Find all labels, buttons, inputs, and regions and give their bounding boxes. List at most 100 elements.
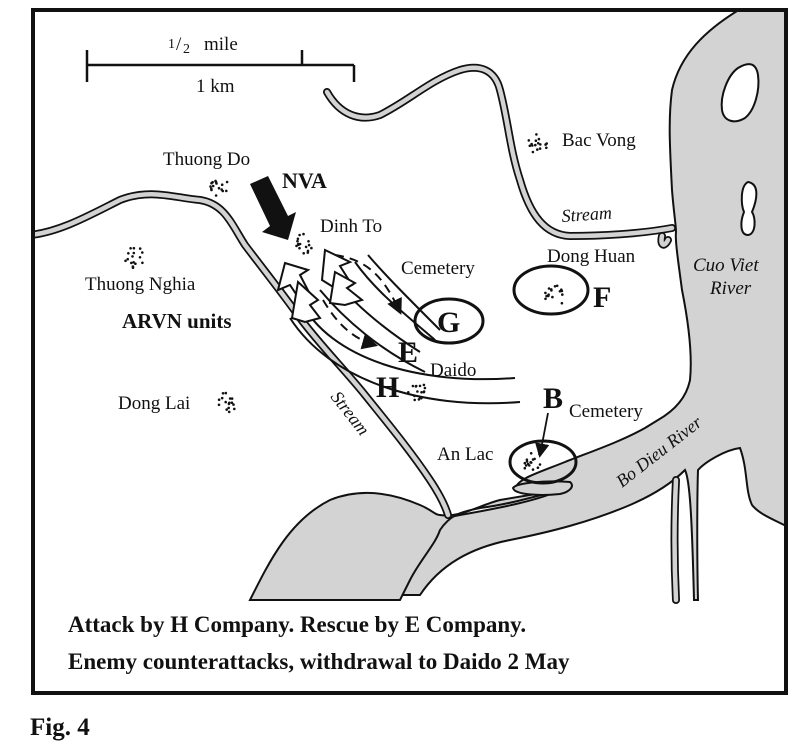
village-dot <box>544 297 547 301</box>
village-dot <box>298 242 302 246</box>
scale-mile-denominator: 2 <box>183 42 190 57</box>
unit-h-label: H <box>376 371 399 404</box>
village-thuong-do <box>209 179 229 197</box>
village-dot <box>550 289 553 292</box>
village-dot <box>124 259 127 263</box>
label-cuo-viet-line1: Cuo Viet <box>693 255 759 276</box>
unit-g-position <box>413 297 485 345</box>
village-dot <box>220 183 224 186</box>
village-dot <box>534 139 538 142</box>
village-dot <box>420 391 423 394</box>
village-dot <box>536 142 540 145</box>
village-dot <box>230 397 234 400</box>
scale-mile-label: mile <box>204 34 238 55</box>
village-dot <box>296 242 300 246</box>
village-dot <box>310 246 313 250</box>
village-dot <box>228 401 231 405</box>
nva-attack-arrow <box>250 176 296 240</box>
village-dot <box>224 391 228 395</box>
unit-e-label: E <box>398 336 418 369</box>
village-dot <box>547 294 550 298</box>
village-dot <box>210 181 213 185</box>
village-dot <box>132 246 136 250</box>
village-dot <box>214 194 218 197</box>
village-dot <box>221 189 225 193</box>
village-dot <box>232 403 235 406</box>
village-dot <box>555 284 559 288</box>
village-dot <box>230 401 234 405</box>
village-dot <box>217 186 221 190</box>
village-dot <box>134 262 137 266</box>
village-dot <box>538 147 542 150</box>
village-dot <box>553 285 557 288</box>
village-dot <box>298 233 301 237</box>
village-dot <box>537 137 541 141</box>
village-dot <box>296 237 300 241</box>
village-dot <box>529 461 532 464</box>
village-dot <box>528 144 532 148</box>
label-cemetery-south: Cemetery <box>569 401 643 422</box>
label-cuo-viet-line2: River <box>709 278 752 299</box>
village-dot <box>525 458 529 462</box>
village-dot <box>210 188 213 192</box>
village-dot <box>417 398 421 401</box>
village-dot <box>127 252 130 255</box>
village-markers <box>124 133 564 471</box>
village-dot <box>535 133 538 136</box>
label-dong-lai: Dong Lai <box>118 393 190 414</box>
village-dot <box>131 266 135 270</box>
village-dot <box>209 185 212 188</box>
village-dot <box>141 251 144 254</box>
village-dot <box>561 293 564 296</box>
village-dot <box>225 180 229 184</box>
village-dot <box>129 247 132 250</box>
village-dot <box>422 383 426 387</box>
village-thuong-nghia <box>124 246 144 270</box>
village-dot <box>304 245 308 249</box>
label-bac-vong: Bac Vong <box>562 130 636 151</box>
south-river-branch <box>248 489 561 601</box>
map-area <box>33 10 786 604</box>
village-dot <box>302 252 306 255</box>
attack-routes <box>289 254 521 405</box>
village-dot <box>217 403 221 407</box>
village-dot <box>141 261 144 265</box>
village-dot <box>531 458 535 461</box>
village-dong-huan <box>544 284 564 305</box>
village-bac-vong <box>527 133 548 154</box>
village-dot <box>130 261 133 265</box>
island-south <box>740 180 758 237</box>
hollow-arrow-2 <box>290 280 322 324</box>
village-dot <box>536 148 539 151</box>
label-thuong-nghia: Thuong Nghia <box>85 274 196 295</box>
village-dot <box>228 397 232 400</box>
village-dot <box>560 301 564 305</box>
village-dot <box>302 232 305 236</box>
label-thuong-do: Thuong Do <box>163 149 250 170</box>
village-dot <box>211 184 215 188</box>
village-dot <box>547 287 551 290</box>
village-dot <box>538 463 542 466</box>
village-dot <box>227 410 231 414</box>
village-an-lac <box>523 452 542 471</box>
arvn-attack-arrowheads <box>276 248 365 324</box>
village-dot <box>423 386 427 390</box>
village-dot <box>411 384 415 388</box>
village-dot <box>220 396 224 400</box>
scale-bar: 1 / 2 mile 1 km <box>85 34 356 97</box>
label-dong-huan: Dong Huan <box>547 246 636 267</box>
unit-b-arrow <box>535 412 550 458</box>
village-dot <box>307 240 310 243</box>
village-dot <box>214 179 217 183</box>
village-dot <box>527 139 531 142</box>
village-dot <box>132 261 135 264</box>
figure-label: Fig. 4 <box>30 714 90 741</box>
village-dot <box>531 150 535 154</box>
village-dot <box>544 291 547 295</box>
village-dot <box>306 249 310 253</box>
village-dot <box>544 143 547 146</box>
scale-km-label: 1 km <box>196 76 235 97</box>
village-dot <box>536 466 540 470</box>
village-dot <box>531 144 534 147</box>
